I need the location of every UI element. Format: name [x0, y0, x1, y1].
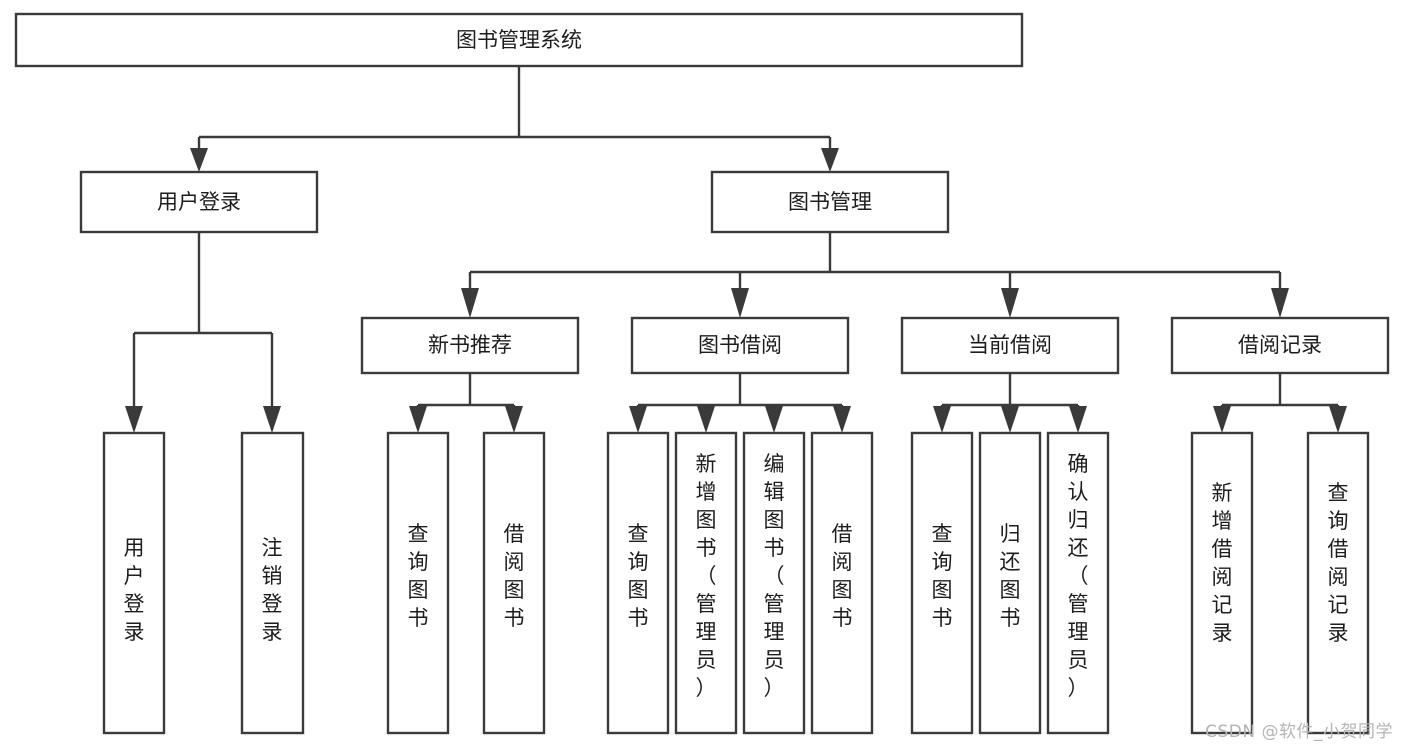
leaf-query-book-1-label: 查询图书	[408, 522, 429, 630]
arrow-head-book-borrow	[731, 288, 749, 318]
leaf-user-login-box[interactable]	[102, 431, 166, 735]
leaf-add-record-box[interactable]	[1190, 431, 1254, 735]
node-book-manage[interactable]: 图书管理	[710, 170, 950, 234]
leaf-node-borrow-book-2[interactable]: 借阅图书	[810, 431, 874, 735]
node-user-login[interactable]: 用户登录	[79, 170, 319, 234]
arrow-head-leaf-query-record	[1329, 406, 1347, 433]
leaf-return-book-label: 归还图书	[1000, 522, 1021, 630]
arrow-head-leaf-query-book-2	[629, 406, 647, 433]
arrow-head-leaf-edit-book	[765, 406, 783, 433]
arrow-head-user-login	[190, 148, 208, 172]
leaf-node-user-login[interactable]: 用户登录	[102, 431, 166, 735]
node-book-manage-box[interactable]	[710, 170, 950, 234]
arrow-head-leaf-user-logout	[263, 406, 281, 433]
leaf-edit-book-box[interactable]	[742, 431, 806, 735]
leaf-query-record-label: 查询借阅记录	[1328, 481, 1349, 645]
csdn-watermark: CSDN @软件_小贺同学	[1205, 722, 1393, 742]
leaf-node-borrow-book-1[interactable]: 借阅图书	[482, 431, 546, 735]
node-book-borrow-label: 图书借阅	[698, 333, 782, 357]
leaf-confirm-return-label: 确认归还（管理员）	[1068, 452, 1089, 700]
arrow-head-leaf-add-book	[697, 406, 715, 433]
node-current-borrow[interactable]: 当前借阅	[900, 316, 1120, 375]
leaf-query-book-2-label: 查询图书	[628, 522, 649, 630]
node-root[interactable]: 图书管理系统	[14, 12, 1024, 68]
arrow-head-book-manage	[821, 148, 839, 172]
node-root-box[interactable]	[14, 12, 1024, 68]
leaf-query-book-2-box[interactable]	[606, 431, 670, 735]
leaf-edit-book-label: 编辑图书（管理员）	[764, 452, 785, 700]
leaf-borrow-book-1-box[interactable]	[482, 431, 546, 735]
node-current-borrow-box[interactable]	[900, 316, 1120, 375]
arrow-head-leaf-query-book-3	[933, 406, 951, 433]
leaf-node-query-book-2[interactable]: 查询图书	[606, 431, 670, 735]
connector-layer	[125, 66, 1347, 433]
arrow-head-new-book-rec	[461, 288, 479, 318]
leaf-node-query-book-3[interactable]: 查询图书	[910, 431, 974, 735]
arrow-head-leaf-confirm-return	[1069, 406, 1087, 433]
leaf-node-add-record[interactable]: 新增借阅记录	[1190, 431, 1254, 735]
node-borrow-record-label: 借阅记录	[1238, 333, 1322, 357]
leaf-node-add-book[interactable]: 新增图书（管理员）	[674, 431, 738, 735]
leaf-node-user-logout[interactable]: 注销登录	[240, 431, 305, 735]
node-user-login-label: 用户登录	[157, 190, 241, 214]
leaf-user-login-label: 用户登录	[124, 536, 145, 644]
leaf-node-return-book[interactable]: 归还图书	[978, 431, 1042, 735]
node-user-login-box[interactable]	[79, 170, 319, 234]
node-book-borrow[interactable]: 图书借阅	[630, 316, 850, 375]
arrow-head-leaf-user-login	[125, 406, 143, 433]
leaf-add-book-box[interactable]	[674, 431, 738, 735]
arrow-head-leaf-add-record	[1213, 406, 1231, 433]
leaf-borrow-book-2-box[interactable]	[810, 431, 874, 735]
node-book-manage-label: 图书管理	[788, 190, 872, 214]
arrow-head-current-borrow	[1001, 288, 1019, 318]
leaf-borrow-book-1-label: 借阅图书	[504, 522, 525, 630]
leaf-node-confirm-return[interactable]: 确认归还（管理员）	[1046, 431, 1110, 735]
node-new-book-rec-label: 新书推荐	[428, 333, 512, 357]
leaf-user-logout-label: 注销登录	[262, 536, 283, 644]
leaf-query-book-1-box[interactable]	[386, 431, 450, 735]
leaf-node-query-book-1[interactable]: 查询图书	[386, 431, 450, 735]
leaf-node-query-record[interactable]: 查询借阅记录	[1306, 431, 1370, 735]
node-borrow-record-box[interactable]	[1170, 316, 1390, 375]
node-current-borrow-label: 当前借阅	[968, 333, 1052, 357]
node-new-book-rec[interactable]: 新书推荐	[360, 316, 580, 375]
arrow-head-leaf-return-book	[1001, 406, 1019, 433]
arrow-head-leaf-query-book-1	[409, 406, 427, 433]
node-borrow-record[interactable]: 借阅记录	[1170, 316, 1390, 375]
node-root-label: 图书管理系统	[456, 28, 582, 52]
leaf-borrow-book-2-label: 借阅图书	[832, 522, 853, 630]
arrow-head-leaf-borrow-book-1	[505, 406, 523, 433]
leaf-add-book-label: 新增图书（管理员）	[696, 452, 717, 700]
node-book-borrow-box[interactable]	[630, 316, 850, 375]
leaf-node-edit-book[interactable]: 编辑图书（管理员）	[742, 431, 806, 735]
node-new-book-rec-box[interactable]	[360, 316, 580, 375]
leaf-query-book-3-label: 查询图书	[932, 522, 953, 630]
arrow-head-borrow-record	[1271, 288, 1289, 318]
leaf-query-book-3-box[interactable]	[910, 431, 974, 735]
leaf-query-record-box[interactable]	[1306, 431, 1370, 735]
leaf-user-logout-box[interactable]	[240, 431, 305, 735]
arrow-head-leaf-borrow-book-2	[833, 406, 851, 433]
leaf-confirm-return-box[interactable]	[1046, 431, 1110, 735]
leaf-return-book-box[interactable]	[978, 431, 1042, 735]
leaf-add-record-label: 新增借阅记录	[1212, 481, 1233, 645]
